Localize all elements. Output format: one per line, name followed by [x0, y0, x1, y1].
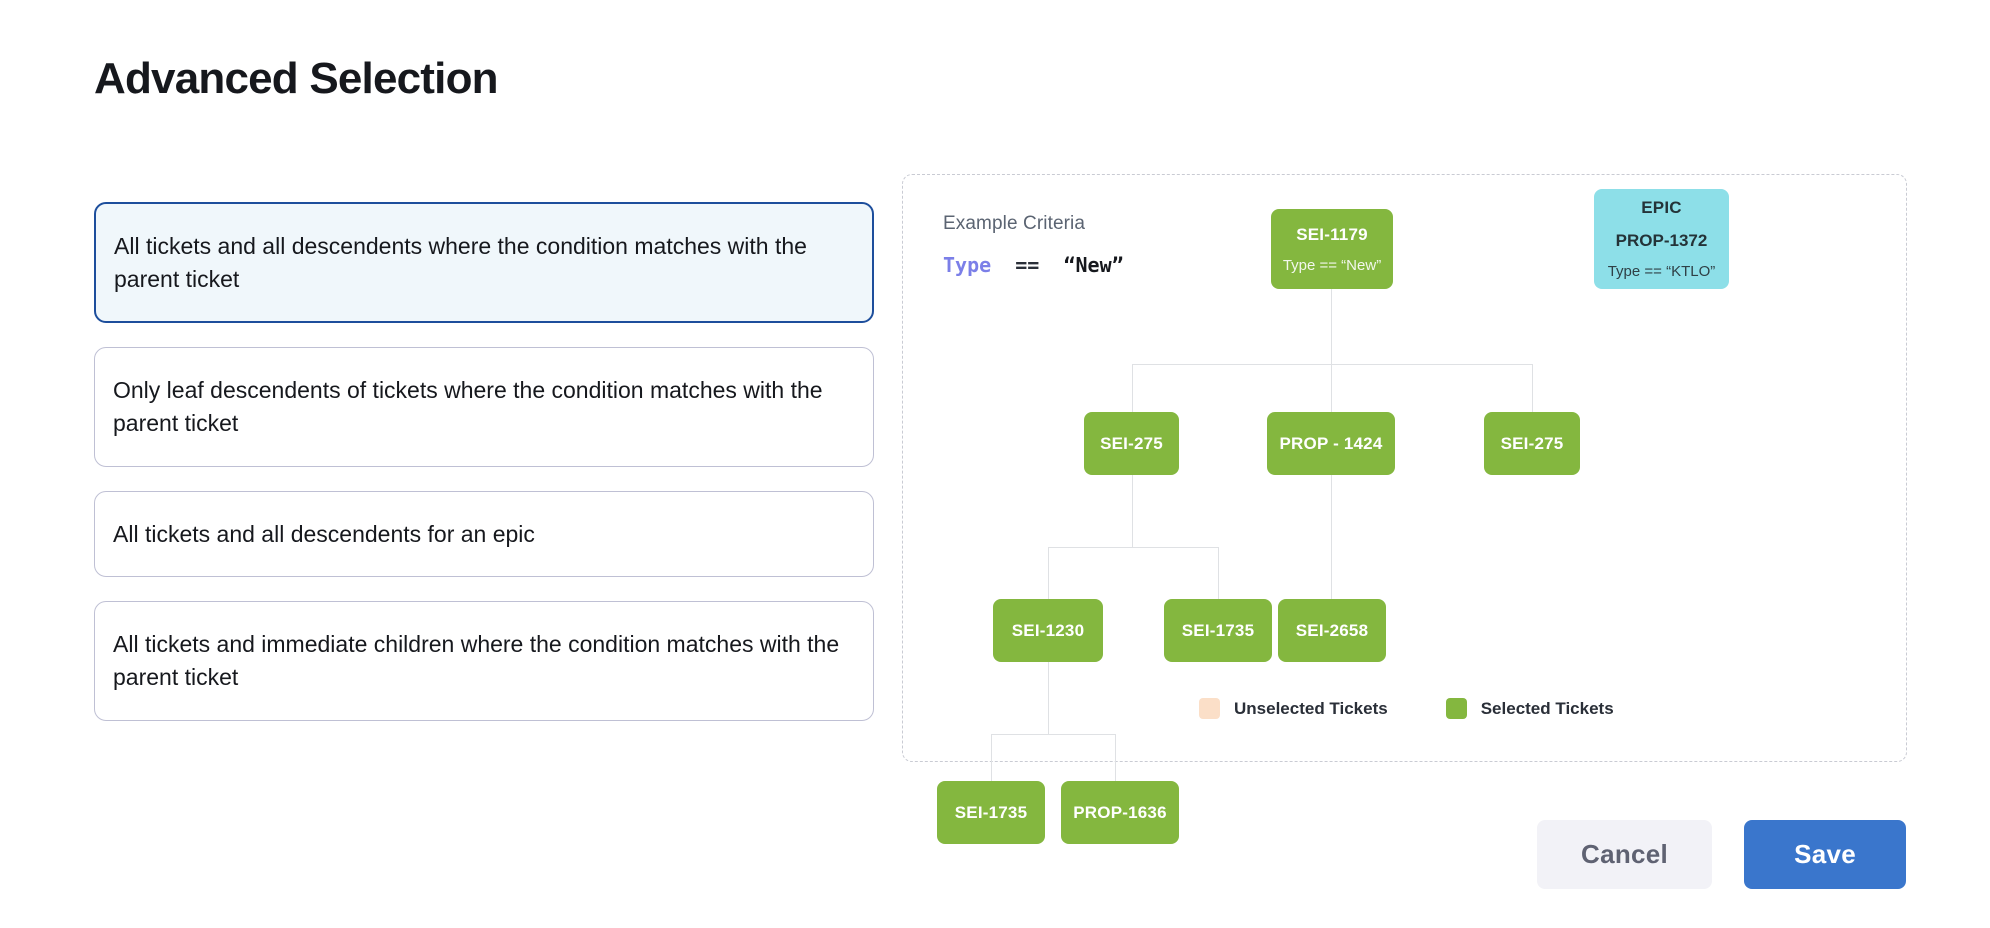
tree-node-sei-2658[interactable]: SEI-2658 — [1278, 599, 1386, 662]
diagram-legend: Unselected Tickets Selected Tickets — [1199, 698, 1614, 719]
cancel-button[interactable]: Cancel — [1537, 820, 1713, 889]
option-label: All tickets and immediate children where… — [113, 631, 840, 690]
example-criteria-expression: Type == “New” — [943, 253, 1124, 277]
connector-level3-bar — [1048, 547, 1218, 548]
tree-node-prop-1636[interactable]: PROP-1636 — [1061, 781, 1179, 844]
save-button[interactable]: Save — [1744, 820, 1906, 889]
node-id: SEI-1230 — [1011, 620, 1085, 640]
node-id: SEI-1735 — [1181, 620, 1255, 640]
connector-root-down — [1331, 289, 1332, 364]
connector-sei275-down — [1132, 475, 1133, 547]
option-card-all-descendents-condition[interactable]: All tickets and all descendents where th… — [94, 202, 874, 324]
option-card-all-descendents-epic[interactable]: All tickets and all descendents for an e… — [94, 490, 874, 578]
node-id: PROP - 1424 — [1279, 433, 1383, 453]
tree-node-sei-275-left[interactable]: SEI-275 — [1084, 412, 1179, 475]
criteria-value: “New” — [1063, 253, 1124, 277]
connector-level2-bar — [1132, 364, 1532, 365]
tree-node-sei-1230[interactable]: SEI-1230 — [993, 599, 1103, 662]
example-diagram-panel: Example Criteria Type == “New” SEI-1179 … — [902, 174, 1907, 844]
tree-node-sei-1179[interactable]: SEI-1179 Type == “New” — [1271, 209, 1393, 289]
legend-item-selected: Selected Tickets — [1445, 698, 1614, 719]
legend-label: Selected Tickets — [1480, 698, 1614, 718]
ticket-tree: SEI-1179 Type == “New” EPIC PROP-1372 Ty… — [903, 175, 1906, 844]
selection-options-list: All tickets and all descendents where th… — [94, 202, 874, 721]
connector-level4-right-down — [1115, 734, 1116, 781]
legend-label: Unselected Tickets — [1234, 698, 1388, 718]
criteria-operator: == — [1015, 253, 1040, 277]
option-label: All tickets and all descendents for an e… — [113, 520, 535, 547]
tree-node-sei-1735-level3[interactable]: SEI-1735 — [1164, 599, 1272, 662]
node-id: SEI-275 — [1500, 433, 1564, 453]
node-id: SEI-275 — [1100, 433, 1163, 453]
option-label: All tickets and all descendents where th… — [114, 233, 807, 292]
node-id: SEI-1735 — [954, 802, 1028, 822]
connector-level4-bar — [991, 734, 1115, 735]
legend-swatch-unselected-icon — [1199, 698, 1220, 719]
connector-sei1230-down — [1048, 662, 1049, 734]
option-card-immediate-children-condition[interactable]: All tickets and immediate children where… — [94, 601, 874, 721]
dialog-footer: Cancel Save — [1537, 820, 1906, 889]
tree-node-sei-275-right[interactable]: SEI-275 — [1484, 412, 1580, 475]
node-condition: Type == “KTLO” — [1607, 263, 1716, 280]
legend-swatch-selected-icon — [1445, 698, 1467, 719]
connector-level3-left-down — [1048, 547, 1049, 599]
node-epic-tag: EPIC — [1641, 198, 1682, 217]
connector-level2-mid-down — [1331, 364, 1332, 412]
connector-prop1424-down — [1331, 475, 1332, 599]
tree-node-sei-1735-level4[interactable]: SEI-1735 — [937, 781, 1045, 844]
option-label: Only leaf descendents of tickets where t… — [113, 377, 823, 436]
node-id: SEI-2658 — [1295, 620, 1369, 640]
example-criteria-title: Example Criteria — [943, 213, 1086, 234]
node-condition: Type == “New” — [1282, 256, 1382, 274]
connector-level2-right-down — [1532, 364, 1533, 412]
legend-item-unselected: Unselected Tickets — [1199, 698, 1388, 719]
example-criteria-block: Example Criteria Type == “New” — [943, 213, 1124, 277]
node-id: PROP-1636 — [1073, 802, 1167, 822]
connector-level4-left-down — [991, 734, 992, 781]
node-id: PROP-1372 — [1615, 231, 1708, 250]
connector-level3-right-down — [1218, 547, 1219, 599]
page-title: Advanced Selection — [94, 54, 499, 103]
tree-node-prop-1424[interactable]: PROP - 1424 — [1267, 412, 1395, 475]
option-card-leaf-descendents-condition[interactable]: Only leaf descendents of tickets where t… — [94, 347, 874, 467]
criteria-field: Type — [943, 253, 992, 277]
node-id: SEI-1179 — [1296, 224, 1368, 244]
connector-level2-left-down — [1132, 364, 1133, 412]
tree-node-epic-prop-1372[interactable]: EPIC PROP-1372 Type == “KTLO” — [1594, 189, 1729, 289]
